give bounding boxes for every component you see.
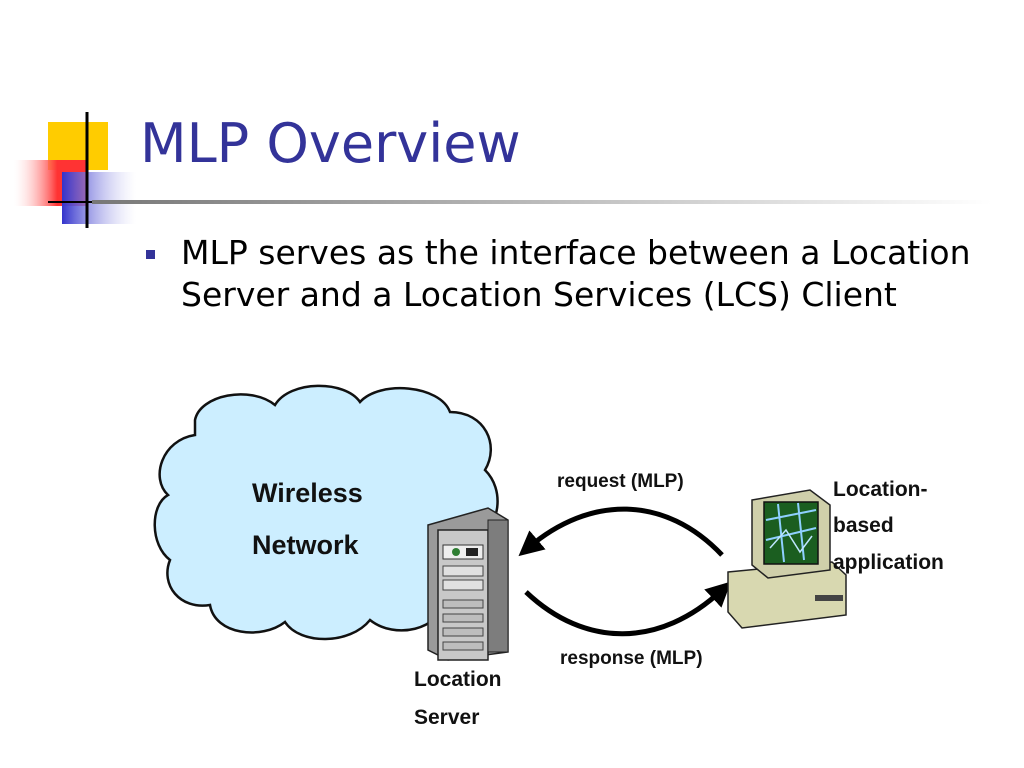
server-label-line2: Server <box>414 706 480 729</box>
slide-title: MLP Overview <box>140 112 521 175</box>
bullet-marker <box>146 250 155 259</box>
deco-blue-square <box>62 172 136 224</box>
server-label-line1: Location <box>414 668 502 691</box>
response-label: response (MLP) <box>560 648 703 669</box>
bullet-text: MLP serves as the interface between a Lo… <box>181 233 971 314</box>
request-label: request (MLP) <box>557 471 684 492</box>
client-label-line2: based <box>833 514 894 537</box>
cloud-label-line1: Wireless <box>252 478 363 508</box>
response-arrow <box>524 581 732 637</box>
client-label-line1: Location- <box>833 478 928 501</box>
request-arrow <box>518 506 724 557</box>
client-computer-icon <box>727 489 847 629</box>
cloud-label-line2: Network <box>252 530 359 560</box>
location-server-icon <box>427 507 509 661</box>
title-decoration <box>14 112 992 228</box>
title-underline <box>92 200 992 204</box>
mlp-diagram <box>153 384 847 661</box>
client-label-line3: application <box>833 551 944 574</box>
